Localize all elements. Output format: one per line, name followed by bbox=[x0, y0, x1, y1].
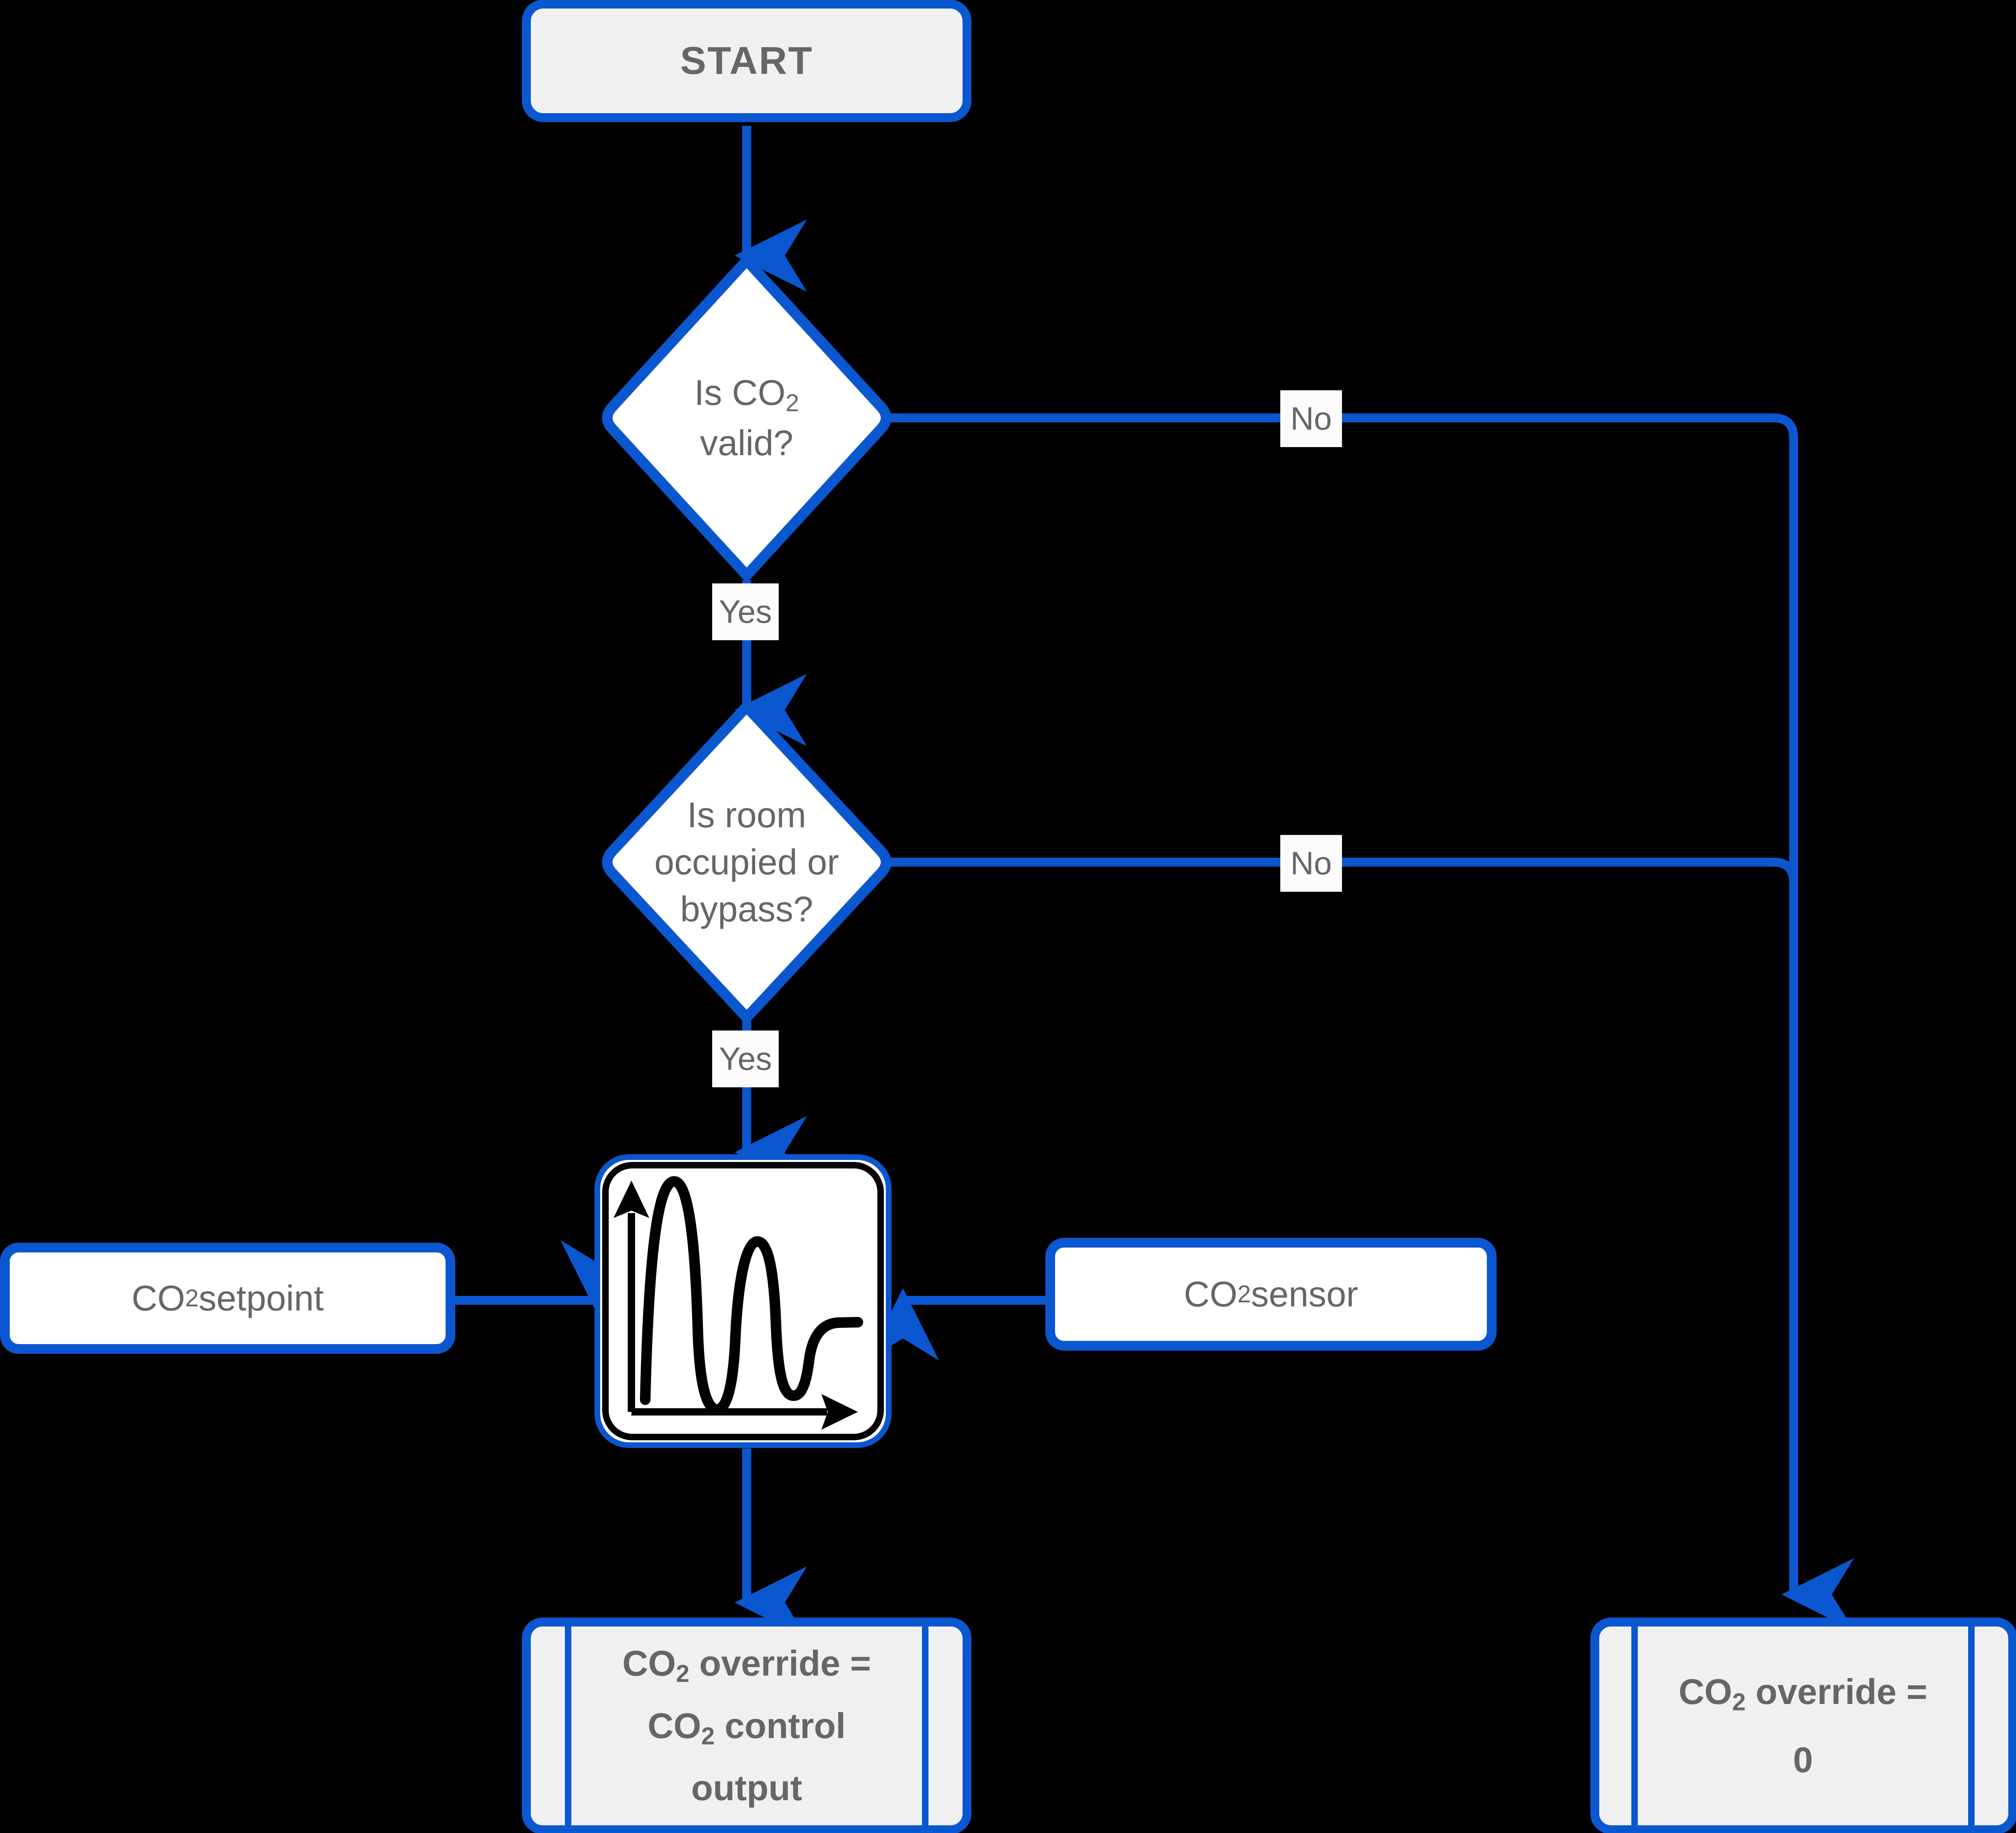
node-decision-co2-valid[interactable] bbox=[602, 255, 892, 581]
edge-valid-no bbox=[889, 413, 1854, 1631]
node-terminal-zero[interactable] bbox=[1590, 1618, 2016, 1833]
node-terminal-control-output[interactable] bbox=[522, 1618, 971, 1833]
node-pid-controller[interactable] bbox=[594, 1154, 892, 1448]
edge-label-valid-no: No bbox=[1280, 390, 1342, 447]
node-co2-setpoint[interactable] bbox=[0, 1243, 455, 1354]
edge-label-room-yes: Yes bbox=[712, 1031, 779, 1087]
edge-label-room-no: No bbox=[1280, 835, 1342, 892]
edge-label-valid-yes: Yes bbox=[712, 583, 779, 640]
edge-room-no bbox=[889, 858, 1854, 1631]
node-co2-sensor[interactable] bbox=[1045, 1238, 1497, 1351]
pid-response-curve-icon bbox=[614, 1176, 863, 1430]
node-start[interactable] bbox=[522, 0, 971, 122]
node-decision-room-occupied[interactable] bbox=[602, 701, 892, 1023]
